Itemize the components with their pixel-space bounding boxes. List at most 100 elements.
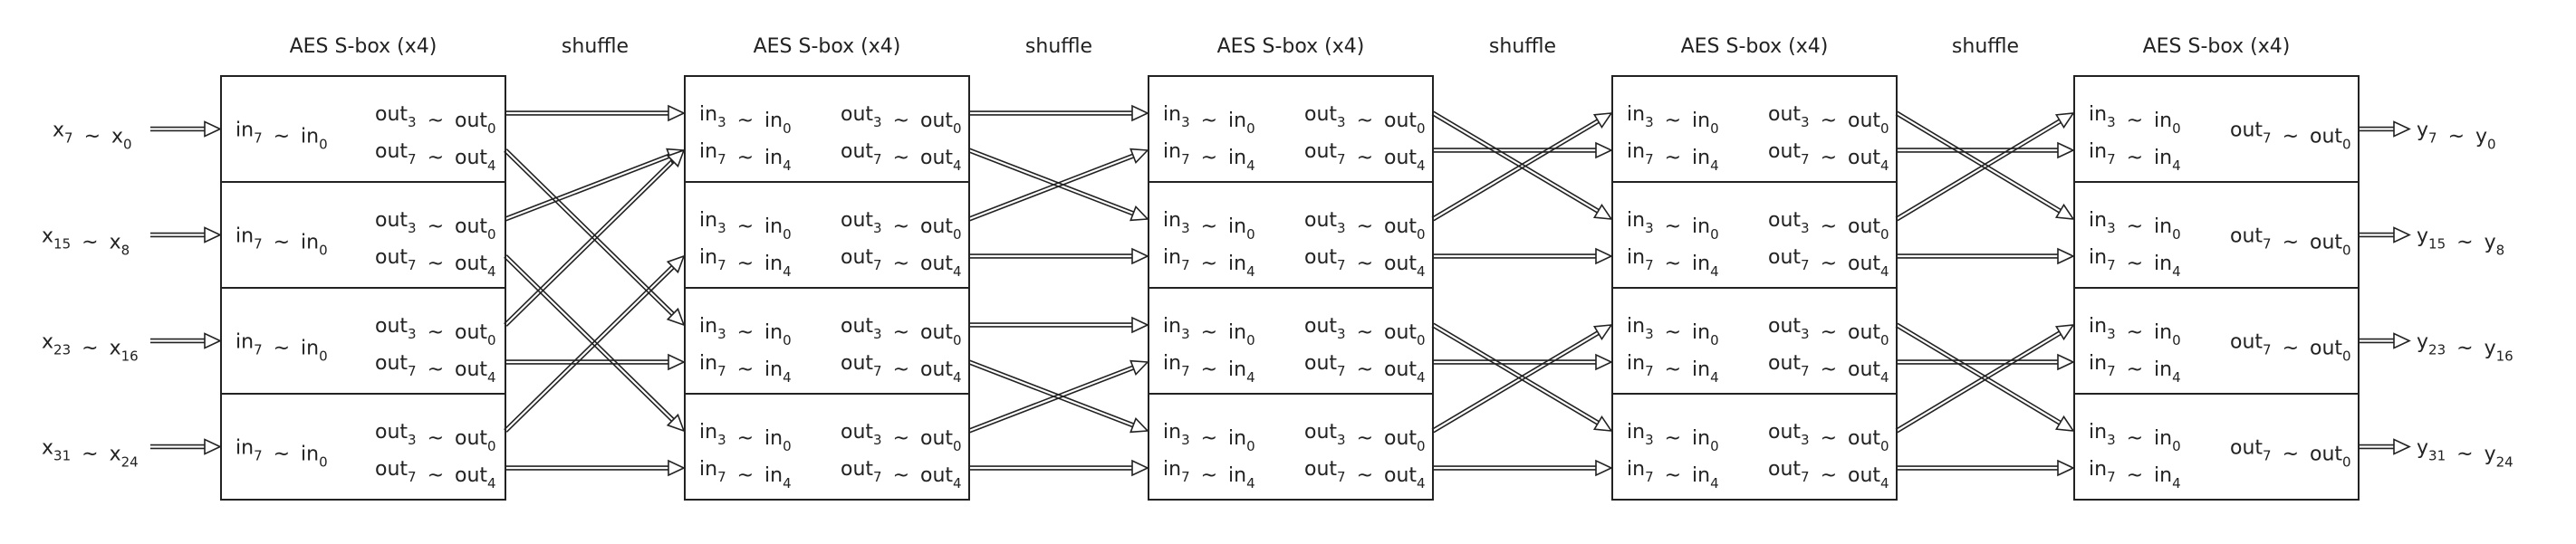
label-base: out (2230, 331, 2263, 354)
tilde-symbol: ~ (893, 321, 909, 344)
output-port-label-low: out3~out0 (1304, 103, 1426, 137)
subscript: 16 (121, 348, 139, 365)
subscript: 3 (1181, 220, 1190, 236)
tilde-symbol: ~ (1201, 215, 1217, 238)
subscript: 7 (873, 363, 882, 379)
output-port-label-high: out7~out4 (1768, 246, 1889, 280)
label-base: out (1384, 321, 1417, 344)
subscript: 7 (254, 130, 263, 147)
subscript: 0 (783, 332, 792, 348)
input-port-label-low: in3~in0 (1163, 103, 1255, 137)
label-base: in (699, 103, 717, 126)
output-port-label-low: out3~out0 (1304, 315, 1426, 348)
arrow-head (2057, 247, 2075, 265)
tilde-symbol: ~ (737, 215, 754, 238)
label-base: out (1384, 358, 1417, 381)
subscript: 7 (1801, 257, 1810, 273)
arrow-head (1595, 247, 1613, 265)
shuffle-wire (504, 148, 686, 327)
label-base: in (1228, 253, 1246, 275)
shuffle-network-3 (1431, 110, 1613, 477)
subscript: 4 (487, 263, 496, 280)
arrow-shaft (968, 363, 1133, 428)
arrow-head (2393, 120, 2411, 138)
subscript: 3 (1337, 326, 1346, 342)
label-base: out (920, 464, 953, 487)
arrow-shaft (505, 153, 669, 218)
arrow-shaft (969, 368, 1135, 434)
label-base: in (1692, 427, 1710, 450)
label-base: in (1163, 246, 1181, 269)
shuffle-wire (504, 254, 686, 433)
subscript: 23 (53, 342, 71, 358)
label-base: out (1848, 464, 1880, 487)
label-base: in (764, 253, 783, 275)
tilde-symbol: ~ (2127, 147, 2143, 169)
label-base: in (2154, 358, 2172, 381)
subscript: 3 (717, 220, 726, 236)
shuffle-wire (505, 104, 686, 122)
shuffle-wire (1431, 110, 1613, 220)
shuffle-wire (1897, 141, 2075, 159)
tilde-symbol: ~ (428, 427, 444, 450)
label-base: y (2485, 444, 2496, 466)
subscript: 31 (2428, 448, 2446, 464)
label-base: y (2417, 119, 2428, 142)
label-base: x (53, 119, 64, 142)
shuffle-wire (1433, 247, 1613, 265)
output-port-label-high: out7~out4 (1304, 352, 1426, 386)
output-port-label-high: out7~out4 (1304, 246, 1426, 280)
tilde-symbol: ~ (82, 232, 98, 254)
subscript: 3 (2107, 432, 2116, 448)
tilde-symbol: ~ (274, 126, 290, 148)
subscript: 4 (953, 263, 962, 280)
subscript: 7 (873, 469, 882, 485)
label-base: in (1228, 147, 1246, 169)
label-base: in (2089, 103, 2107, 126)
arrow-shaft (969, 157, 1135, 222)
tilde-symbol: ~ (1821, 215, 1837, 238)
tilde-symbol: ~ (1665, 358, 1681, 381)
label-base: out (2310, 126, 2342, 148)
subscript: 0 (319, 243, 328, 259)
shuffle-wire (1895, 112, 2075, 222)
input-port-label-high: in7~in4 (699, 458, 792, 492)
arrow-shaft (1895, 330, 2060, 431)
subscript: 7 (2107, 151, 2116, 167)
arrow-shaft (504, 158, 673, 325)
tilde-symbol: ~ (1201, 321, 1217, 344)
tilde-symbol: ~ (1821, 358, 1837, 381)
subscript: 4 (953, 369, 962, 386)
label-base: out (1304, 315, 1337, 338)
arrow-head (1129, 205, 1149, 222)
arrow-head (1129, 416, 1149, 434)
subscript: 0 (2172, 226, 2181, 243)
shuffle-wire (505, 459, 686, 477)
label-base: out (1384, 427, 1417, 450)
label-base: out (841, 103, 873, 126)
label-base: in (699, 209, 717, 232)
output-port-label: out7~out0 (2230, 331, 2351, 365)
sbox-stage-1: AES S-box (x4)in7~in0out3~out0out7~out4i… (220, 35, 506, 501)
subscript: 7 (1645, 469, 1654, 485)
subscript: 4 (1246, 369, 1255, 386)
input-port-label-low: in3~in0 (1627, 103, 1719, 137)
shuffle-wire (1431, 324, 1613, 434)
output-port-label-high: out7~out4 (841, 458, 962, 492)
tilde-symbol: ~ (737, 253, 754, 275)
subscript: 7 (64, 130, 73, 147)
subscript: 0 (1417, 120, 1426, 137)
subscript: 24 (121, 454, 139, 471)
output-port-label-low: out3~out0 (1304, 421, 1426, 454)
subscript: 7 (2107, 257, 2116, 273)
arrow-shaft (1433, 121, 1600, 222)
subscript: 4 (783, 263, 792, 280)
label-base: in (764, 358, 783, 381)
subscript: 4 (2172, 263, 2181, 280)
label-base: out (375, 458, 408, 481)
arrow-head (2393, 226, 2411, 243)
tilde-symbol: ~ (893, 110, 909, 132)
shuffle-wire (1895, 322, 2075, 432)
tilde-symbol: ~ (1357, 427, 1373, 450)
label-base: in (1163, 140, 1181, 163)
